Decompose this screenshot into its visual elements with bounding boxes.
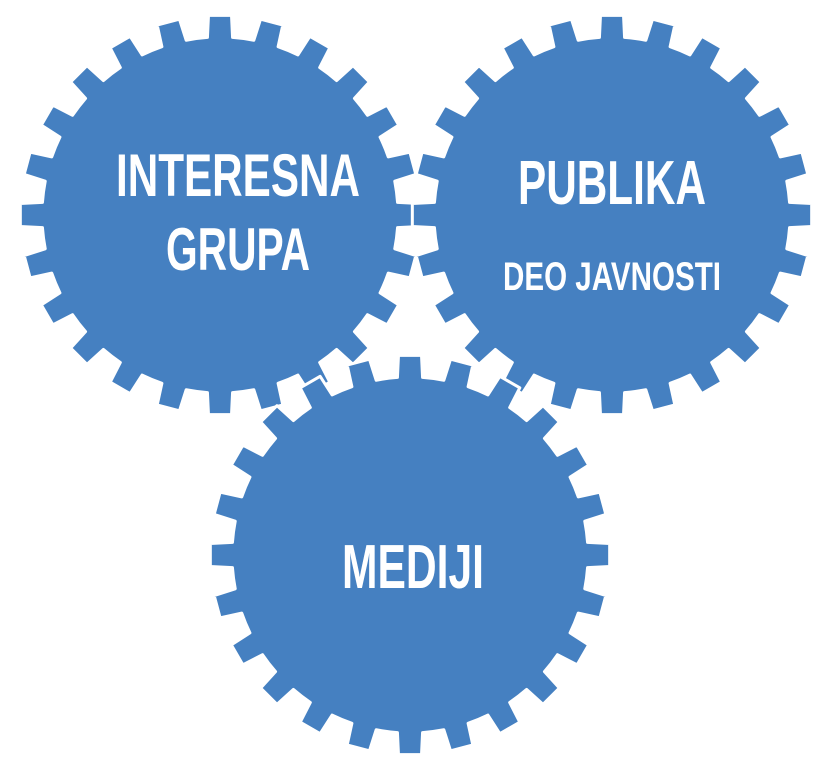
gear-layer [18,13,814,757]
gear-mediji [208,353,612,757]
gear-interesna-grupa [18,13,422,417]
gear-publika-title: PUBLIKA [518,149,706,218]
gear-mediji-title: MEDIJI [342,533,484,602]
gear-interesna-grupa-line2: GRUPA [166,216,310,283]
gear-interesna-grupa-line1: INTERESNA [116,142,360,209]
gear-publika-sublabel: DEO JAVNOSTI [503,255,721,299]
gear-publika [410,13,814,417]
